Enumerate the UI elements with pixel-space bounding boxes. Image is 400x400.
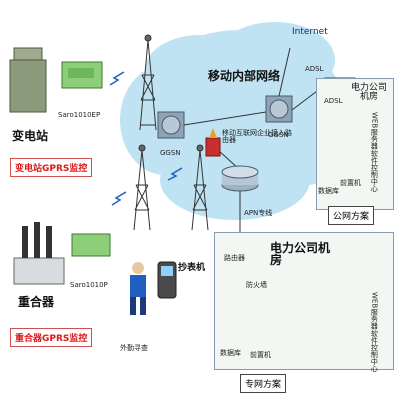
public-room-label: 电力公司机房 [350,83,387,102]
public-front-machine-label: 前置机 [340,179,361,187]
tower-icon [133,144,151,231]
tower-icon [139,34,157,131]
substation-tag: 变电站GPRS监控 [10,158,93,177]
meter-reader-label: 抄表机 [178,263,206,273]
ggsn-left-label: GGSN [160,149,181,157]
public-web-server-label: WEB服务器 [370,112,379,150]
firewall-icon [205,128,221,157]
apn-line-label: APN专线 [244,209,273,217]
public-network-box [316,78,394,210]
recloser-device-label: Saro1010P [70,281,108,289]
private-database-label: 数据库 [220,349,241,357]
field-worker-icon [130,262,146,315]
gprs-terminal-icon [71,233,111,257]
private-front-machine-label: 前置机 [250,351,271,359]
adsl-link-label: ADSL [305,65,324,73]
public-control-center-label: 软件控制中心 [370,150,379,192]
handheld-meter-icon [157,261,177,299]
wireless-signal-icon [109,71,183,206]
recloser-label: 重合器 [18,295,55,309]
private-control-center-label: 软件控制中心 [370,330,379,372]
private-network-box [214,232,394,370]
substation-device-label: Saro1010EP [58,111,101,119]
private-router-label: 路由器 [224,254,245,262]
tower-icon [191,144,209,231]
private-room-label: 电力公司机房 [270,241,331,267]
public-database-label: 数据库 [318,187,339,195]
private-network-title: 专网方案 [240,374,287,393]
ggsn-right-icon [265,95,293,123]
private-web-server-label: WEB服务器 [370,292,379,330]
router-note: 移动互联网企业接入路由器 [222,129,292,144]
public-network-title: 公网方案 [328,206,375,225]
gprs-terminal-icon [61,61,103,89]
transformer-icon [9,47,47,113]
ggsn-left-icon [157,111,185,139]
cloud-title: 移动内部网络 [208,69,281,83]
ggsn-right-label: GGSN [268,131,289,139]
recloser-tag: 重合器GPRS监控 [10,328,93,347]
internet-label: Internet [292,27,328,37]
public-adsl-label: ADSL [324,97,343,105]
recloser-icon [13,222,65,285]
substation-label: 变电站 [12,129,49,143]
field-inspection-label: 外勤寻查 [120,344,148,352]
access-router-icon [221,165,259,192]
private-firewall-label: 防火墙 [246,281,267,289]
